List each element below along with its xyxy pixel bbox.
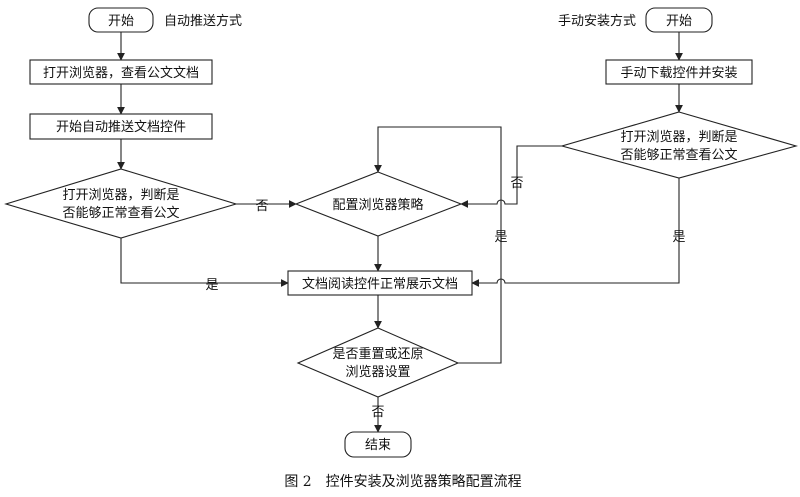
display-document-box bbox=[287, 270, 473, 296]
download-box bbox=[605, 59, 753, 85]
open-browser-box bbox=[29, 59, 213, 85]
end-label: 结束 bbox=[365, 438, 391, 453]
open-browser-label: 打开浏览器，查看公文文档 bbox=[43, 65, 199, 81]
configure-policy-label: 配置浏览器策略 bbox=[332, 197, 423, 213]
edge-manual-yes bbox=[471, 178, 680, 287]
edge-manual-no bbox=[460, 145, 562, 208]
manual-mode-label: 手动安装方式 bbox=[558, 13, 636, 29]
auto-yes-label: 是 bbox=[205, 278, 218, 293]
auto-check-decision bbox=[4, 168, 238, 239]
figure-caption: 图 2 控件安装及浏览器策略配置流程 bbox=[284, 473, 521, 490]
manual-yes-label: 是 bbox=[672, 230, 685, 245]
manual-start-label: 开始 bbox=[666, 14, 692, 29]
start-push-label: 开始自动推送文档控件 bbox=[56, 120, 186, 135]
manual-check-decision bbox=[559, 111, 799, 179]
reset-check-line2: 浏览器设置 bbox=[345, 364, 410, 380]
auto-start-node bbox=[88, 7, 154, 33]
manual-check-line1: 打开浏览器，判断是 bbox=[620, 129, 737, 145]
download-label: 手动下载控件并安装 bbox=[620, 66, 737, 81]
reset-no-label: 否 bbox=[371, 405, 384, 420]
configure-policy-node bbox=[294, 171, 463, 237]
reset-check-line1: 是否重置或还原 bbox=[332, 346, 423, 362]
start-push-box bbox=[29, 113, 213, 140]
auto-no-label: 否 bbox=[255, 199, 268, 214]
display-document-label: 文档阅读控件正常展示文档 bbox=[302, 277, 458, 292]
end-node bbox=[344, 431, 412, 458]
reset-check-decision bbox=[296, 327, 460, 398]
reset-yes-label: 是 bbox=[494, 230, 507, 245]
edge-reset-yes bbox=[374, 126, 502, 364]
auto-check-line2: 否能够正常查看公文 bbox=[62, 205, 179, 221]
manual-start-node bbox=[645, 7, 713, 33]
auto-mode-label: 自动推送方式 bbox=[164, 13, 242, 29]
edge-auto-yes bbox=[120, 238, 289, 287]
manual-no-label: 否 bbox=[510, 176, 523, 191]
auto-check-line1: 打开浏览器，判断是 bbox=[62, 187, 179, 203]
manual-check-line2: 否能够正常查看公文 bbox=[620, 147, 737, 163]
auto-start-label: 开始 bbox=[108, 14, 134, 29]
